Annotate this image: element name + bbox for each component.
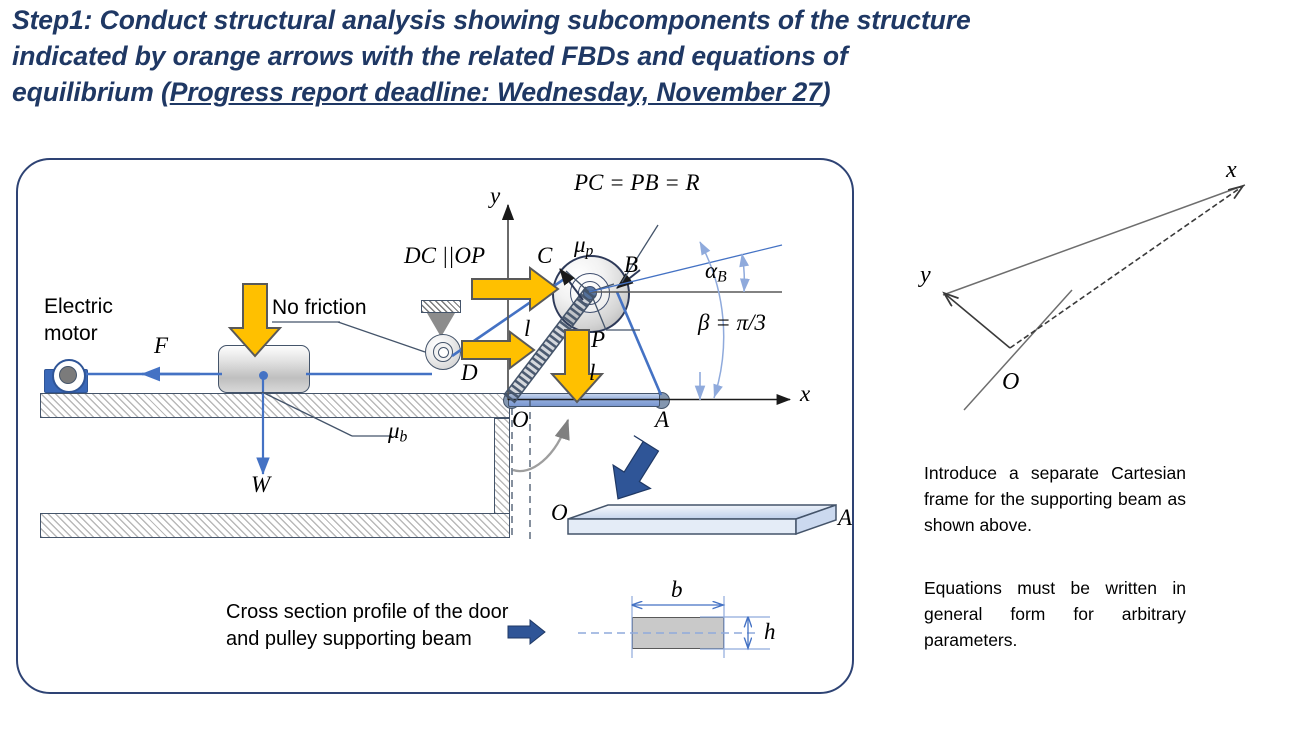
label-dim-b: b bbox=[671, 577, 683, 602]
alpha-b-symbol: α bbox=[705, 258, 718, 283]
cross-section-caption-line1: Cross section profile of the door bbox=[226, 601, 509, 623]
label-plate-a: A bbox=[838, 505, 853, 530]
side-frame-x-line bbox=[942, 184, 1246, 296]
label-no-friction: No friction bbox=[272, 296, 367, 319]
deadline-underlined: Progress report deadline: Wednesday, Nov… bbox=[169, 77, 822, 107]
label-weight-w: W bbox=[251, 472, 271, 497]
mu-p-subscript: p bbox=[585, 242, 594, 260]
upper-support-beam bbox=[40, 393, 510, 418]
label-point-p: P bbox=[591, 327, 606, 352]
side-frame-label-origin: O bbox=[1002, 369, 1020, 395]
label-point-a: A bbox=[655, 407, 670, 432]
label-force-f: F bbox=[154, 333, 169, 358]
label-length-l-upper: l bbox=[524, 316, 531, 341]
door-beam-oa bbox=[508, 392, 660, 407]
mu-b-symbol: μ bbox=[388, 418, 400, 443]
side-frame-label-x: x bbox=[1226, 157, 1237, 183]
note-cartesian-frame: Introduce a separate Cartesian frame for… bbox=[924, 463, 1186, 535]
lower-support-beam bbox=[40, 513, 510, 538]
label-electric-motor-line2: motor bbox=[44, 322, 98, 345]
label-alpha-b: αB bbox=[705, 258, 727, 286]
label-axis-y: y bbox=[490, 183, 501, 208]
heading-line-3: equilibrium (Progress report deadline: W… bbox=[12, 74, 1082, 110]
label-axis-x: x bbox=[800, 381, 811, 406]
label-dc-parallel-op: DC ||OP bbox=[404, 243, 486, 268]
label-point-d: D bbox=[461, 360, 478, 385]
heading-line-1: Step1: Conduct structural analysis showi… bbox=[12, 5, 971, 35]
slider-block bbox=[218, 345, 310, 393]
alpha-b-subscript: B bbox=[717, 268, 727, 286]
label-mu-p: μp bbox=[574, 232, 593, 260]
heading-line-3-prefix: equilibrium ( bbox=[12, 77, 170, 107]
mu-p-symbol: μ bbox=[574, 232, 586, 257]
page-title: Step1: Conduct structural analysis showi… bbox=[12, 2, 1082, 110]
mu-b-subscript: b bbox=[399, 428, 408, 446]
side-frame-label-y: y bbox=[920, 262, 931, 288]
wall-column bbox=[494, 418, 510, 514]
label-point-c: C bbox=[537, 243, 553, 268]
motor-shaft-icon bbox=[59, 366, 77, 384]
side-frame-y-axis bbox=[944, 293, 1011, 349]
pulley-d-bracket-icon bbox=[427, 313, 455, 337]
label-point-o: O bbox=[512, 407, 529, 432]
cross-section-rect bbox=[632, 617, 724, 649]
label-beta-equation: β = π/3 bbox=[698, 310, 766, 335]
cross-section-caption-line2: and pulley supporting beam bbox=[226, 628, 472, 650]
label-length-l-lower: l bbox=[589, 360, 596, 385]
heading-line-3-suffix: ) bbox=[821, 77, 831, 107]
side-frame-x-axis bbox=[1009, 186, 1243, 349]
label-radius-note: PC = PB = R bbox=[574, 170, 700, 195]
label-dim-h: h bbox=[764, 619, 776, 644]
block-center-point bbox=[259, 371, 268, 380]
label-plate-o: O bbox=[551, 500, 568, 525]
pulley-d-hub bbox=[437, 346, 449, 358]
label-electric-motor-line1: Electric bbox=[44, 295, 113, 318]
pulley-d-ceiling-mount bbox=[421, 300, 461, 313]
note-equations-general-form: Equations must be written in general for… bbox=[924, 578, 1186, 650]
label-mu-b: μb bbox=[388, 418, 407, 446]
main-pulley-hub bbox=[583, 286, 597, 300]
heading-line-2: indicated by orange arrows with the rela… bbox=[12, 41, 848, 71]
label-point-b: B bbox=[624, 252, 639, 277]
